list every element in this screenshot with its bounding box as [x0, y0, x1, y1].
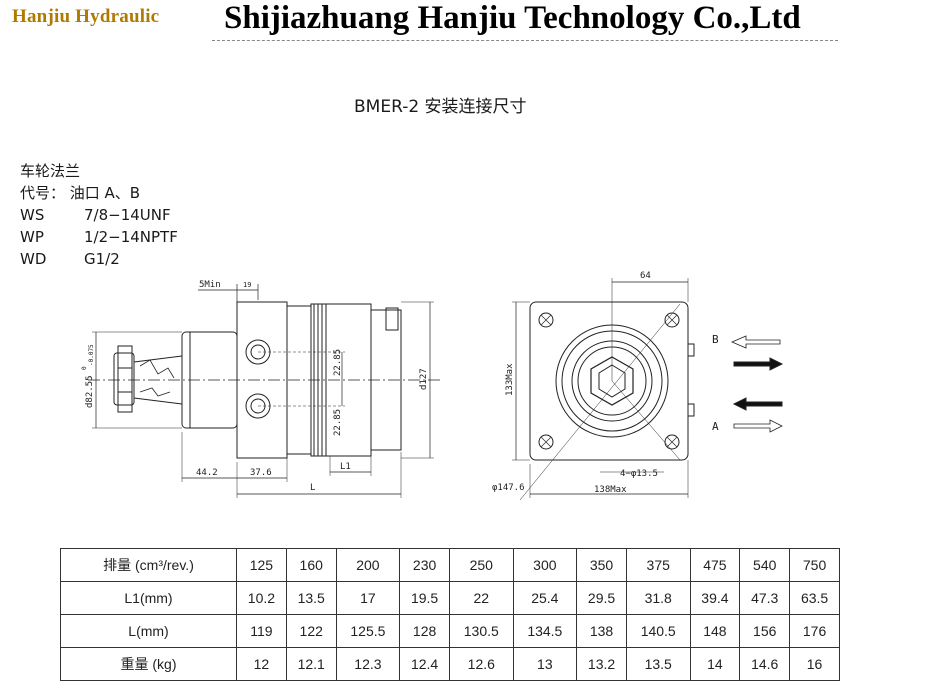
- table-cell: 375: [625, 548, 691, 582]
- port-b-label: B: [712, 333, 719, 346]
- brand-name: Hanjiu Hydraulic: [12, 6, 160, 27]
- table-cell: 13.5: [625, 647, 691, 681]
- port-spec-block: 车轮法兰 代号： 油口 A、B WS 7/8−14UNF WP 1/2−14NP…: [20, 160, 178, 270]
- dim-port-b: 22.85: [333, 409, 343, 436]
- table-row: 重量 (kg) 12 12.1 12.3 12.4 12.6 13 13.2 1…: [60, 647, 840, 681]
- table-cell: 350: [576, 548, 627, 582]
- spec-value: G1/2: [84, 250, 120, 268]
- table-cell: 160: [285, 548, 337, 582]
- table-row: L1(mm) 10.2 13.5 17 19.5 22 25.4 29.5 31…: [60, 581, 840, 615]
- document-title: BMER-2 安装连接尺寸: [354, 97, 527, 117]
- spec-value: 7/8−14UNF: [84, 206, 171, 224]
- spec-code: WP: [20, 228, 44, 246]
- table-cell: 540: [739, 548, 791, 582]
- dim-5min: 5Min: [199, 280, 221, 290]
- table-cell: 29.5: [576, 581, 627, 615]
- side-view-labels: 5Min 19 d82.55 0 -0.075 22.85 22.85 d127…: [81, 280, 429, 493]
- table-cell: 230: [399, 548, 450, 582]
- table-cell: 14: [689, 647, 741, 681]
- dim-phi147: φ147.6: [492, 483, 525, 493]
- table-cell: 250: [449, 548, 514, 582]
- dim-64: 64: [640, 271, 651, 281]
- technical-drawing: 5Min 19 d82.55 0 -0.075 22.85 22.85 d127…: [81, 271, 784, 501]
- front-view-labels: 64 133Max 138Max 4−φ13.5 φ147.6 B A: [492, 271, 719, 495]
- table-cell: 12.6: [449, 647, 514, 681]
- dim-37-6: 37.6: [250, 468, 272, 478]
- dim-d82: d82.55: [85, 375, 95, 408]
- table-cell: 12.3: [335, 647, 401, 681]
- table-cell: 475: [689, 548, 741, 582]
- spec-row: WS 7/8−14UNF: [20, 204, 178, 226]
- table-cell: 130.5: [449, 614, 514, 648]
- table-cell: 39.4: [689, 581, 741, 615]
- table-cell: 12.1: [285, 647, 337, 681]
- table-cell: L1(mm): [60, 581, 237, 615]
- dim-133max: 133Max: [505, 363, 515, 396]
- header-divider: [212, 40, 838, 41]
- table-cell: 176: [789, 614, 840, 648]
- spec-code: WS: [20, 206, 45, 224]
- port-a-label: A: [712, 420, 719, 433]
- dim-l: L: [310, 483, 315, 493]
- spec-heading-flange: 车轮法兰: [20, 162, 81, 180]
- dim-138max: 138Max: [594, 485, 627, 495]
- table-cell: 300: [512, 548, 578, 582]
- table-cell: L(mm): [60, 614, 237, 648]
- dim-tol-top: 0: [81, 366, 88, 370]
- table-cell: 134.5: [512, 614, 578, 648]
- dim-tol-bottom: -0.075: [88, 344, 95, 366]
- spec-heading-ports: 代号： 油口 A、B: [20, 184, 141, 202]
- table-cell: 16: [789, 647, 840, 681]
- table-cell: 19.5: [399, 581, 450, 615]
- table-cell: 140.5: [625, 614, 691, 648]
- table-header-row: 排量 (cm³/rev.) 125 160 200 230 250 300 35…: [60, 548, 840, 582]
- table-cell: 31.8: [625, 581, 691, 615]
- table-cell: 128: [399, 614, 450, 648]
- table-cell: 14.6: [739, 647, 791, 681]
- table-cell: 10.2: [236, 581, 287, 615]
- displacement-table: 排量 (cm³/rev.) 125 160 200 230 250 300 35…: [60, 548, 840, 681]
- company-name: Shijiazhuang Hanjiu Technology Co.,Ltd: [224, 0, 801, 36]
- spec-code: WD: [20, 250, 47, 268]
- table-cell: 122: [285, 614, 337, 648]
- table-cell: 148: [689, 614, 741, 648]
- table-cell: 13.5: [285, 581, 337, 615]
- side-view: [88, 284, 440, 498]
- dim-44-2: 44.2: [196, 468, 218, 478]
- table-cell: 156: [739, 614, 791, 648]
- table-cell: 排量 (cm³/rev.): [60, 548, 237, 582]
- table-cell: 12: [236, 647, 287, 681]
- front-view: [512, 278, 784, 501]
- table-cell: 22: [449, 581, 514, 615]
- spec-row: WP 1/2−14NPTF: [20, 226, 178, 248]
- dim-holes: 4−φ13.5: [620, 469, 658, 479]
- table-cell: 25.4: [512, 581, 578, 615]
- spec-row: WD G1/2: [20, 248, 178, 270]
- table-cell: 125: [236, 548, 287, 582]
- dim-l1: L1: [340, 462, 351, 472]
- table-cell: 12.4: [399, 647, 450, 681]
- dim-port-a: 22.85: [333, 349, 343, 376]
- table-cell: 63.5: [789, 581, 840, 615]
- dim-19: 19: [243, 281, 251, 289]
- table-row: L(mm) 119 122 125.5 128 130.5 134.5 138 …: [60, 614, 840, 648]
- dim-d127: d127: [419, 368, 429, 390]
- table-cell: 138: [576, 614, 627, 648]
- table-cell: 47.3: [739, 581, 791, 615]
- table-cell: 13: [512, 647, 578, 681]
- table-cell: 13.2: [576, 647, 627, 681]
- table-cell: 17: [335, 581, 401, 615]
- table-cell: 125.5: [335, 614, 401, 648]
- spec-value: 1/2−14NPTF: [84, 228, 178, 246]
- table-cell: 119: [236, 614, 287, 648]
- table-cell: 750: [789, 548, 840, 582]
- table-cell: 200: [335, 548, 401, 582]
- table-cell: 重量 (kg): [60, 647, 237, 681]
